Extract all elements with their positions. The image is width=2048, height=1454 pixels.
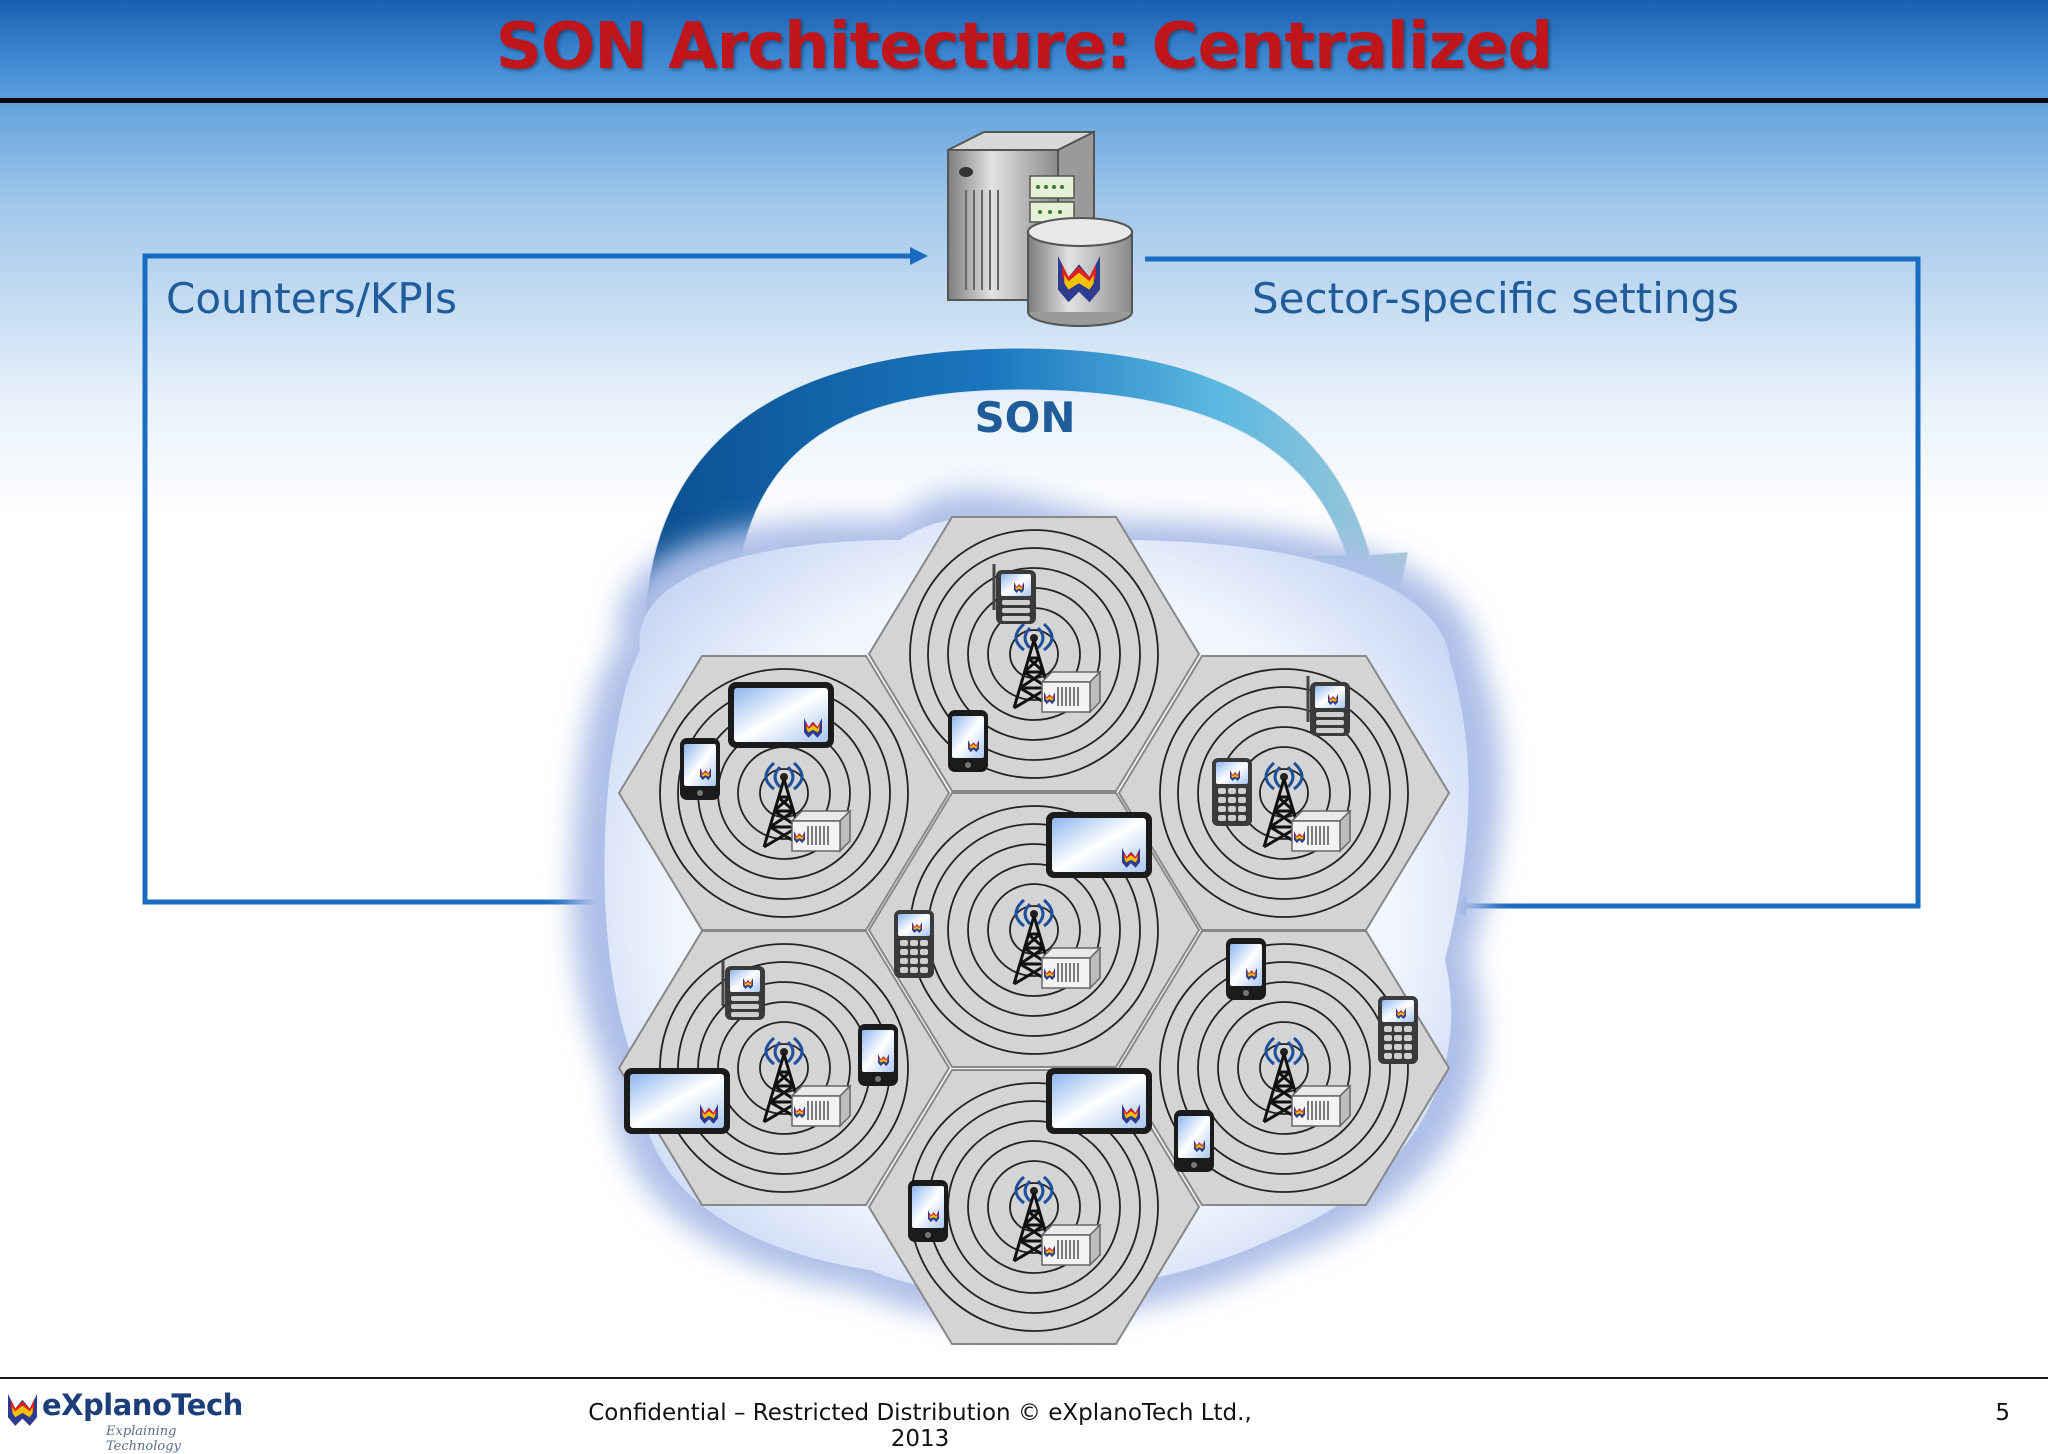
smartphone-icon bbox=[1226, 938, 1266, 1000]
tablet-icon bbox=[1046, 812, 1152, 878]
tablet-icon bbox=[728, 682, 834, 748]
handset-icon bbox=[994, 564, 1036, 624]
tablet-icon bbox=[624, 1068, 730, 1134]
feature-phone-icon bbox=[1212, 758, 1252, 826]
logo-tagline: Explaining Technology bbox=[106, 1424, 181, 1454]
smartphone-icon bbox=[948, 710, 988, 772]
smartphone-icon bbox=[1174, 1110, 1214, 1172]
handset-icon bbox=[1308, 676, 1350, 736]
counters-kpis-label: Counters/KPIs bbox=[166, 274, 458, 323]
sector-settings-label: Sector-specific settings bbox=[1252, 274, 1740, 323]
handset-icon bbox=[723, 960, 765, 1020]
feature-phone-icon bbox=[894, 910, 934, 978]
footer-divider bbox=[0, 1377, 2048, 1379]
logo-name: eXplanoTech bbox=[42, 1388, 243, 1422]
database-icon bbox=[1027, 217, 1133, 327]
tablet-icon bbox=[1046, 1068, 1152, 1134]
title-band bbox=[0, 0, 2048, 103]
confidentiality-notice: Confidential – Restricted Distribution ©… bbox=[588, 1400, 1252, 1452]
smartphone-icon bbox=[680, 738, 720, 800]
son-arc-label: SON bbox=[974, 393, 1076, 442]
feature-phone-icon bbox=[1378, 996, 1418, 1064]
son-arc-arrow bbox=[644, 347, 1409, 621]
explanotech-logo: eXplanoTech Explaining Technology bbox=[6, 1388, 246, 1454]
page-number: 5 bbox=[1995, 1400, 2010, 1426]
smartphone-icon bbox=[908, 1180, 948, 1242]
slide-title: SON Architecture: Centralized bbox=[495, 10, 1553, 84]
explanotech-logo-icon bbox=[8, 1394, 37, 1426]
smartphone-icon bbox=[858, 1024, 898, 1086]
